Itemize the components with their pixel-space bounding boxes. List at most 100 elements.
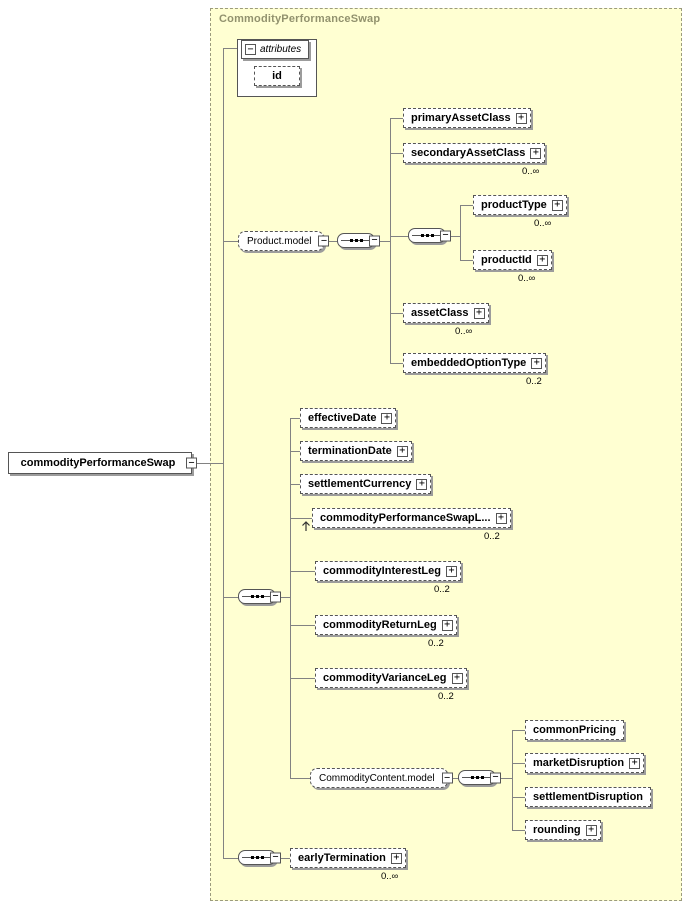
connector-line	[390, 153, 408, 154]
connector-line	[223, 597, 243, 598]
element-productType[interactable]: productType +	[473, 195, 567, 215]
collapse-icon[interactable]: −	[490, 772, 501, 783]
attributes-label: attributes	[260, 44, 302, 55]
connector-line	[460, 205, 461, 260]
connector-line	[290, 418, 291, 778]
expand-icon[interactable]: +	[531, 357, 543, 369]
expand-icon[interactable]: +	[585, 824, 597, 836]
element-marketDisruption[interactable]: marketDisruption +	[525, 753, 645, 773]
element-settlementCurrency[interactable]: settlementCurrency +	[300, 474, 432, 494]
element-label: embeddedOptionType	[411, 357, 527, 369]
cardinality-label: 0..2	[526, 376, 542, 387]
element-commodityPerformanceSwapLeg[interactable]: commodityPerformanceSwapL... +	[312, 508, 511, 528]
connector-line	[290, 625, 318, 626]
connector-line	[290, 518, 316, 519]
collapse-icon[interactable]: −	[318, 235, 330, 247]
element-productId[interactable]: productId +	[473, 250, 552, 270]
cardinality-label: 0..∞	[518, 273, 536, 284]
sequence-icon[interactable]: −	[238, 589, 281, 604]
element-label: terminationDate	[308, 445, 392, 457]
cardinality-label: 0..2	[428, 638, 444, 649]
element-rounding[interactable]: rounding +	[525, 820, 601, 840]
collapse-icon[interactable]: −	[270, 852, 281, 863]
expand-icon[interactable]: +	[416, 478, 428, 490]
connector-line	[290, 484, 305, 485]
attribute-id[interactable]: id	[254, 66, 300, 86]
sequence-icon[interactable]: −	[408, 228, 451, 243]
group-label: Product.model	[247, 235, 312, 247]
collapse-icon[interactable]: −	[270, 591, 281, 602]
sequence-icon[interactable]: −	[337, 233, 380, 248]
element-label: earlyTermination	[298, 852, 386, 864]
element-assetClass[interactable]: assetClass +	[403, 303, 489, 323]
element-commodityReturnLeg[interactable]: commodityReturnLeg +	[315, 615, 457, 635]
collapse-icon[interactable]: −	[369, 235, 380, 246]
element-primaryAssetClass[interactable]: primaryAssetClass +	[403, 108, 531, 128]
connector-line	[460, 205, 478, 206]
expand-icon[interactable]: +	[495, 512, 507, 524]
element-label: commodityVarianceLeg	[323, 672, 447, 684]
element-effectiveDate[interactable]: effectiveDate +	[300, 408, 397, 428]
element-label: effectiveDate	[308, 412, 377, 424]
element-commodityPerformanceSwap[interactable]: commodityPerformanceSwap −	[8, 452, 197, 474]
connector-line	[512, 730, 513, 830]
connector-line	[512, 730, 528, 731]
element-label: productId	[481, 254, 532, 266]
connector-line	[512, 830, 528, 831]
connector-line	[390, 118, 408, 119]
connector-line	[372, 241, 390, 242]
element-label: settlementCurrency	[308, 478, 412, 490]
element-settlementDisruption[interactable]: settlementDisruption	[525, 787, 652, 807]
attribute-label: id	[272, 70, 282, 82]
expand-icon[interactable]: +	[396, 445, 408, 457]
expand-icon[interactable]: +	[551, 199, 563, 211]
sequence-icon[interactable]: −	[238, 850, 281, 865]
connector-line	[290, 418, 305, 419]
collapse-icon[interactable]: −	[186, 457, 197, 469]
sequence-dots-icon	[354, 238, 358, 242]
attributes-header[interactable]: − attributes	[241, 40, 310, 59]
expand-icon[interactable]: +	[473, 307, 485, 319]
element-embeddedOptionType[interactable]: embeddedOptionType +	[403, 353, 547, 373]
expand-icon[interactable]: +	[390, 852, 402, 864]
element-commodityVarianceLeg[interactable]: commodityVarianceLeg +	[315, 668, 467, 688]
expand-icon[interactable]: +	[629, 757, 641, 769]
element-secondaryAssetClass[interactable]: secondaryAssetClass +	[403, 143, 546, 163]
connector-line	[390, 118, 391, 363]
connector-line	[223, 48, 224, 858]
collapse-icon[interactable]: −	[440, 230, 451, 241]
element-label: secondaryAssetClass	[411, 147, 526, 159]
element-terminationDate[interactable]: terminationDate +	[300, 441, 412, 461]
element-commonPricing[interactable]: commonPricing	[525, 720, 625, 740]
collapse-icon[interactable]: −	[245, 44, 256, 55]
connector-line	[290, 678, 318, 679]
expand-icon[interactable]: +	[451, 672, 463, 684]
expand-icon[interactable]: +	[441, 619, 453, 631]
group-commodity-content-model[interactable]: CommodityContent.model −	[310, 768, 453, 788]
connector-line	[290, 571, 318, 572]
connector-line	[223, 48, 243, 49]
expand-icon[interactable]: +	[536, 254, 548, 266]
substitution-arrow-icon	[302, 521, 310, 531]
group-product-model[interactable]: Product.model −	[238, 231, 330, 251]
connector-line	[272, 858, 294, 859]
element-commodityInterestLeg[interactable]: commodityInterestLeg +	[315, 561, 461, 581]
expand-icon[interactable]: +	[381, 412, 393, 424]
expand-icon[interactable]: +	[530, 147, 542, 159]
element-earlyTermination[interactable]: earlyTermination +	[290, 848, 406, 868]
connector-line	[223, 858, 243, 859]
expand-icon[interactable]: +	[515, 112, 527, 124]
collapse-icon[interactable]: −	[441, 772, 453, 784]
connector-line	[390, 313, 408, 314]
expand-icon[interactable]: +	[445, 565, 457, 577]
element-label: commodityInterestLeg	[323, 565, 441, 577]
cardinality-label: 0..∞	[455, 326, 473, 337]
sequence-icon[interactable]: −	[458, 770, 501, 785]
element-label: productType	[481, 199, 547, 211]
cardinality-label: 0..2	[438, 691, 454, 702]
connector-line	[512, 797, 528, 798]
connector-line	[492, 778, 512, 779]
element-label: commodityPerformanceSwap	[20, 457, 176, 469]
connector-line	[290, 451, 305, 452]
